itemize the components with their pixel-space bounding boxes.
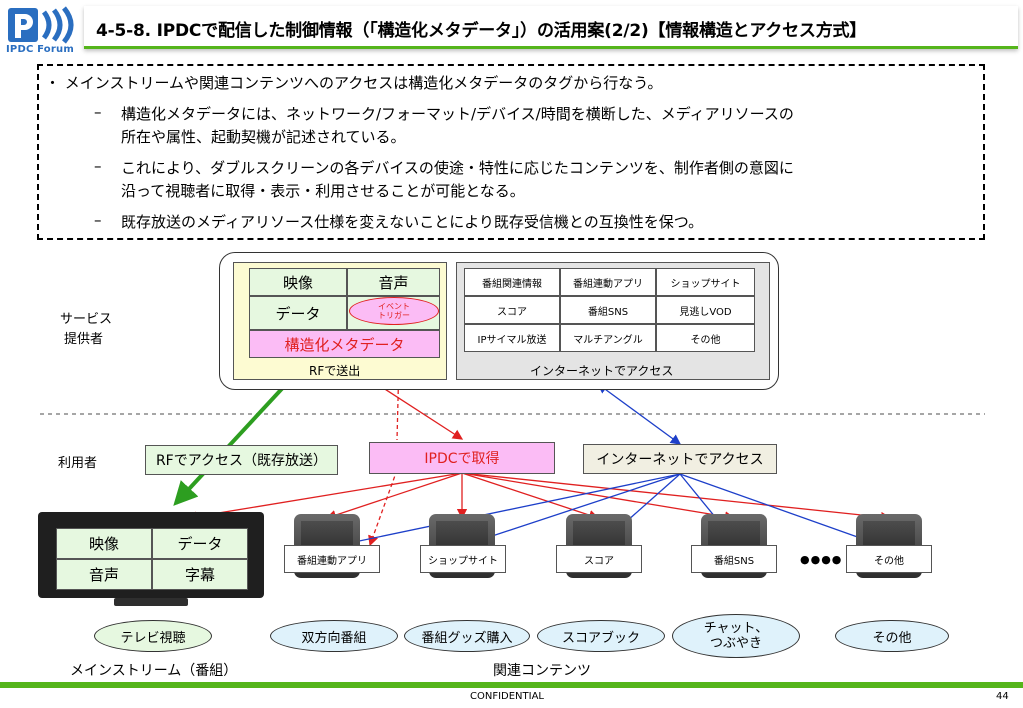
event-trigger-line2: トリガー xyxy=(378,311,410,320)
rf-caption: RFで送出 xyxy=(309,364,361,378)
bullet-main: ・ メインストリームや関連コンテンツへのアクセスは構造化メタデータのタグから行な… xyxy=(45,74,663,92)
structured-metadata-cell: 構造化メタデータ xyxy=(249,330,440,358)
event-trigger-oval: イベント トリガー xyxy=(349,297,439,325)
tv-cell: データ xyxy=(152,528,248,559)
ipdc-acquire-box: IPDCで取得 xyxy=(369,442,555,474)
tv-cell: 音声 xyxy=(56,559,152,590)
oval-chat-line1: チャット、 xyxy=(703,621,769,636)
tv-cell: 映像 xyxy=(56,528,152,559)
logo-text: IPDC Forum xyxy=(6,44,74,55)
user-label: 利用者 xyxy=(58,456,98,471)
oval-scorebook: スコアブック xyxy=(537,620,665,652)
slide-title: 4-5-8. IPDCで配信した制御情報（「構造化メタデータ」）の活用案(2/2… xyxy=(96,21,867,41)
bullet-sub2a: これにより、ダブルスクリーンの各デバイスの使途・特性に応じたコンテンツを、制作者… xyxy=(121,159,794,177)
tv-stand-icon xyxy=(114,598,188,606)
related-content-caption: 関連コンテンツ xyxy=(493,663,591,679)
screen-label-shop: ショップサイト xyxy=(420,545,506,573)
bullet-sub1b: 所在や属性、起動契機が記述されている。 xyxy=(121,128,406,146)
ipdc-logo-icon xyxy=(8,6,74,44)
oval-chat: チャット、 つぶやき xyxy=(672,614,800,658)
dash-mark: – xyxy=(94,157,102,175)
oval-chat-line2: つぶやき xyxy=(709,636,762,651)
provider-label-2: 提供者 xyxy=(64,332,104,347)
screen-label-score: スコア xyxy=(556,545,642,573)
oval-other: その他 xyxy=(835,620,949,652)
rf-access-box: RFでアクセス（既存放送） xyxy=(145,445,338,475)
net-cell: その他 xyxy=(656,324,755,352)
dash-mark: – xyxy=(94,211,102,229)
page-number: 44 xyxy=(996,691,1009,702)
net-cell: IPサイマル放送 xyxy=(464,324,560,352)
tv-viewing-oval: テレビ視聴 xyxy=(94,620,212,652)
screen-label-sns: 番組SNS xyxy=(691,545,777,573)
provider-label-1: サービス xyxy=(60,312,113,327)
net-cell: マルチアングル xyxy=(560,324,656,352)
screen-label-other: その他 xyxy=(846,545,932,573)
oval-goods: 番組グッズ購入 xyxy=(404,620,530,652)
net-caption: インターネットでアクセス xyxy=(530,364,674,378)
bullet-box: ・ メインストリームや関連コンテンツへのアクセスは構造化メタデータのタグから行な… xyxy=(37,64,985,240)
net-cell: 番組SNS xyxy=(560,296,656,324)
net-access-box: インターネットでアクセス xyxy=(583,444,777,474)
net-cell: 見逃しVOD xyxy=(656,296,755,324)
net-cell: スコア xyxy=(464,296,560,324)
screen-label-app: 番組連動アプリ xyxy=(284,545,380,573)
title-bar xyxy=(84,6,1018,49)
mainstream-caption: メインストリーム（番組） xyxy=(70,663,238,679)
net-cell: ショップサイト xyxy=(656,268,755,296)
rf-data-cell: データ xyxy=(249,296,347,330)
confidential-label: CONFIDENTIAL xyxy=(470,691,545,702)
ellipsis-dots: ●●●● xyxy=(800,553,843,566)
tv-cell: 字幕 xyxy=(152,559,248,590)
event-trigger-line1: イベント xyxy=(378,302,410,311)
net-cell: 番組連動アプリ xyxy=(560,268,656,296)
bullet-sub3: 既存放送のメディアリソース仕様を変えないことにより既存受信機との互換性を保つ。 xyxy=(121,213,704,231)
oval-interactive: 双方向番組 xyxy=(270,620,398,652)
rf-audio-cell: 音声 xyxy=(347,268,440,296)
rf-video-cell: 映像 xyxy=(249,268,347,296)
bullet-sub1a: 構造化メタデータには、ネットワーク/フォーマット/デバイス/時間を横断した、メデ… xyxy=(121,105,794,123)
net-cell: 番組関連情報 xyxy=(464,268,560,296)
footer-bar xyxy=(0,682,1023,688)
bullet-sub2b: 沿って視聴者に取得・表示・利用させることが可能となる。 xyxy=(121,182,525,200)
dash-mark: – xyxy=(94,103,102,121)
